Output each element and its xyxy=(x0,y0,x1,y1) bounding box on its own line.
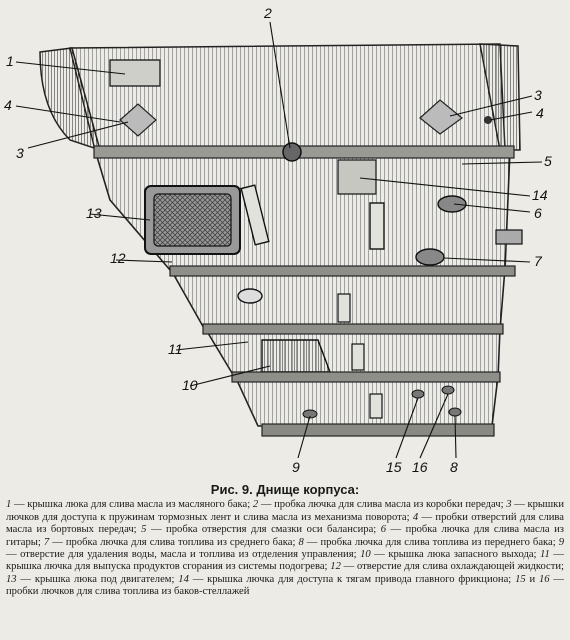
caption-item: 6 — пробка лючка для слива масла из гита… xyxy=(6,524,564,548)
caption-title: Рис. 9. Днище корпуса: xyxy=(210,482,360,497)
caption-item: 12 — отверстие для слива охлаждающей жид… xyxy=(330,561,564,573)
callout-1: 1 xyxy=(6,53,14,69)
callout-7: 7 xyxy=(534,253,543,269)
stepped-plates xyxy=(168,265,516,437)
hull-bottom-drawing: 1 2 3 3 4 4 5 14 6 13 12 7 11 10 9 15 16… xyxy=(4,5,552,475)
caption-item: 16 — пробки лючков для слива топлива из … xyxy=(6,573,565,598)
callout-labels: 1 2 3 3 4 4 5 14 6 13 12 7 11 10 9 15 16… xyxy=(4,5,552,475)
leader-lines xyxy=(15,21,543,459)
rear-section xyxy=(39,43,521,152)
callout-11: 11 xyxy=(168,341,183,357)
callout-3-left: 3 xyxy=(16,145,24,161)
callout-15: 15 xyxy=(386,459,402,475)
callout-4-left: 4 xyxy=(4,97,12,113)
callout-8: 8 xyxy=(450,459,458,475)
caption-item: 3 — крышки лючков для доступа к пружинам… xyxy=(6,499,564,523)
caption-item: 4 — пробки отверстий для слива масла из … xyxy=(6,511,564,536)
caption-body: 1 — крышка люка для слива масла из масля… xyxy=(6,499,564,598)
callout-3-right: 3 xyxy=(534,87,542,103)
caption-item: 5 — пробка отверстия для смазки оси бала… xyxy=(141,524,381,536)
caption-item: 7 — пробка лючка для слива топлива из ср… xyxy=(43,536,299,548)
callout-9: 9 xyxy=(292,459,300,475)
caption-item: 13 — крышка люка под двигателем; xyxy=(6,573,179,585)
callout-13: 13 xyxy=(86,205,102,221)
callout-2: 2 xyxy=(263,5,272,21)
callout-16: 16 xyxy=(412,459,428,475)
callout-5: 5 xyxy=(544,153,552,169)
caption-item: 1 — крышка люка для слива масла из масля… xyxy=(6,499,253,511)
caption-item: 14 — крышка лючка для доступа к тягам пр… xyxy=(178,573,516,585)
caption-item: 15 и xyxy=(515,573,539,585)
callout-6: 6 xyxy=(534,205,542,221)
figure-caption: Рис. 9. Днище корпуса: 1 — крышка люка д… xyxy=(6,480,564,636)
caption-item: 8 — пробка лючка для слива топлива из пе… xyxy=(298,536,559,548)
callout-10: 10 xyxy=(182,377,198,393)
caption-item: 11 — крышка лючка для выпуска продуктов … xyxy=(6,549,564,573)
caption-item: 10 — крышка люка запасного выхода; xyxy=(360,549,541,561)
callout-4-right: 4 xyxy=(536,105,544,121)
main-plate xyxy=(93,142,523,271)
callout-14: 14 xyxy=(532,187,548,203)
caption-item: 2 — пробка лючка для слива масла из коро… xyxy=(252,499,507,511)
callout-12: 12 xyxy=(110,250,126,266)
caption-item: 9 — отверстие для удаления воды, масла и… xyxy=(6,536,565,561)
